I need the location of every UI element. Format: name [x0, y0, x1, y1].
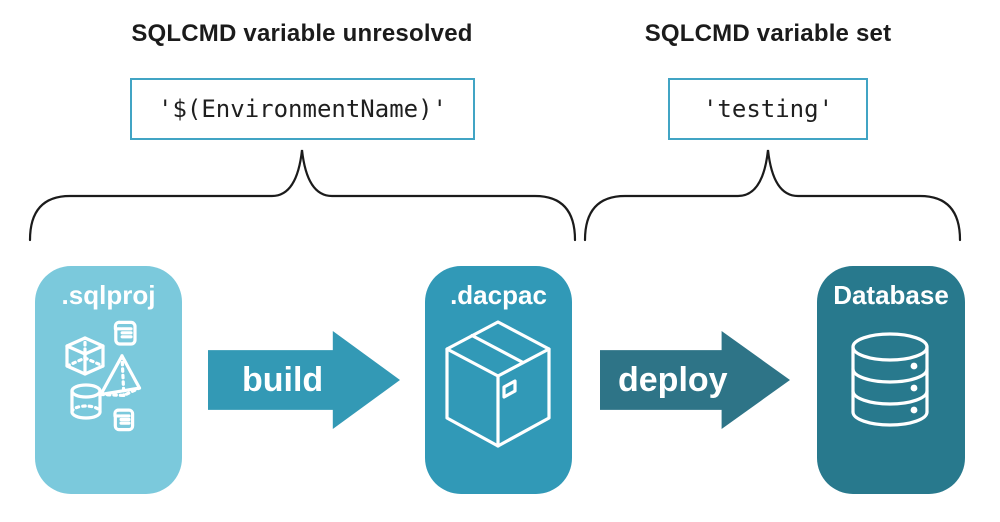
- deploy-arrow-label: deploy: [618, 361, 728, 399]
- node-sqlproj: .sqlproj: [35, 266, 182, 494]
- pyramid-icon: [101, 356, 140, 396]
- node-database-label: Database: [833, 280, 949, 310]
- node-sqlproj-label: .sqlproj: [61, 280, 156, 310]
- brace-group: [28, 149, 962, 242]
- cube-icon: [67, 338, 103, 374]
- build-arrow: build: [208, 331, 400, 429]
- build-arrow-label: build: [242, 361, 324, 399]
- package-box-icon: [425, 266, 572, 494]
- resolved-variable-text: 'testing': [702, 95, 834, 123]
- resolved-variable-box: 'testing': [668, 78, 868, 140]
- left-brace: [28, 149, 577, 242]
- deploy-arrow: deploy: [600, 331, 790, 429]
- database-cylinder-icon: [817, 266, 965, 494]
- left-heading: SQLCMD variable unresolved: [131, 20, 473, 47]
- right-brace: [583, 149, 962, 242]
- scroll-icon: [115, 322, 135, 344]
- node-database: Database: [817, 266, 965, 494]
- unresolved-variable-text: '$(EnvironmentName)': [158, 95, 447, 123]
- unresolved-variable-box: '$(EnvironmentName)': [130, 78, 475, 140]
- right-heading: SQLCMD variable set: [644, 20, 892, 47]
- node-dacpac: .dacpac: [425, 266, 572, 494]
- cylinder-icon: [72, 385, 100, 418]
- scroll-icon: [115, 410, 133, 429]
- sql-objects-icons: [35, 266, 182, 494]
- node-dacpac-label: .dacpac: [450, 280, 547, 310]
